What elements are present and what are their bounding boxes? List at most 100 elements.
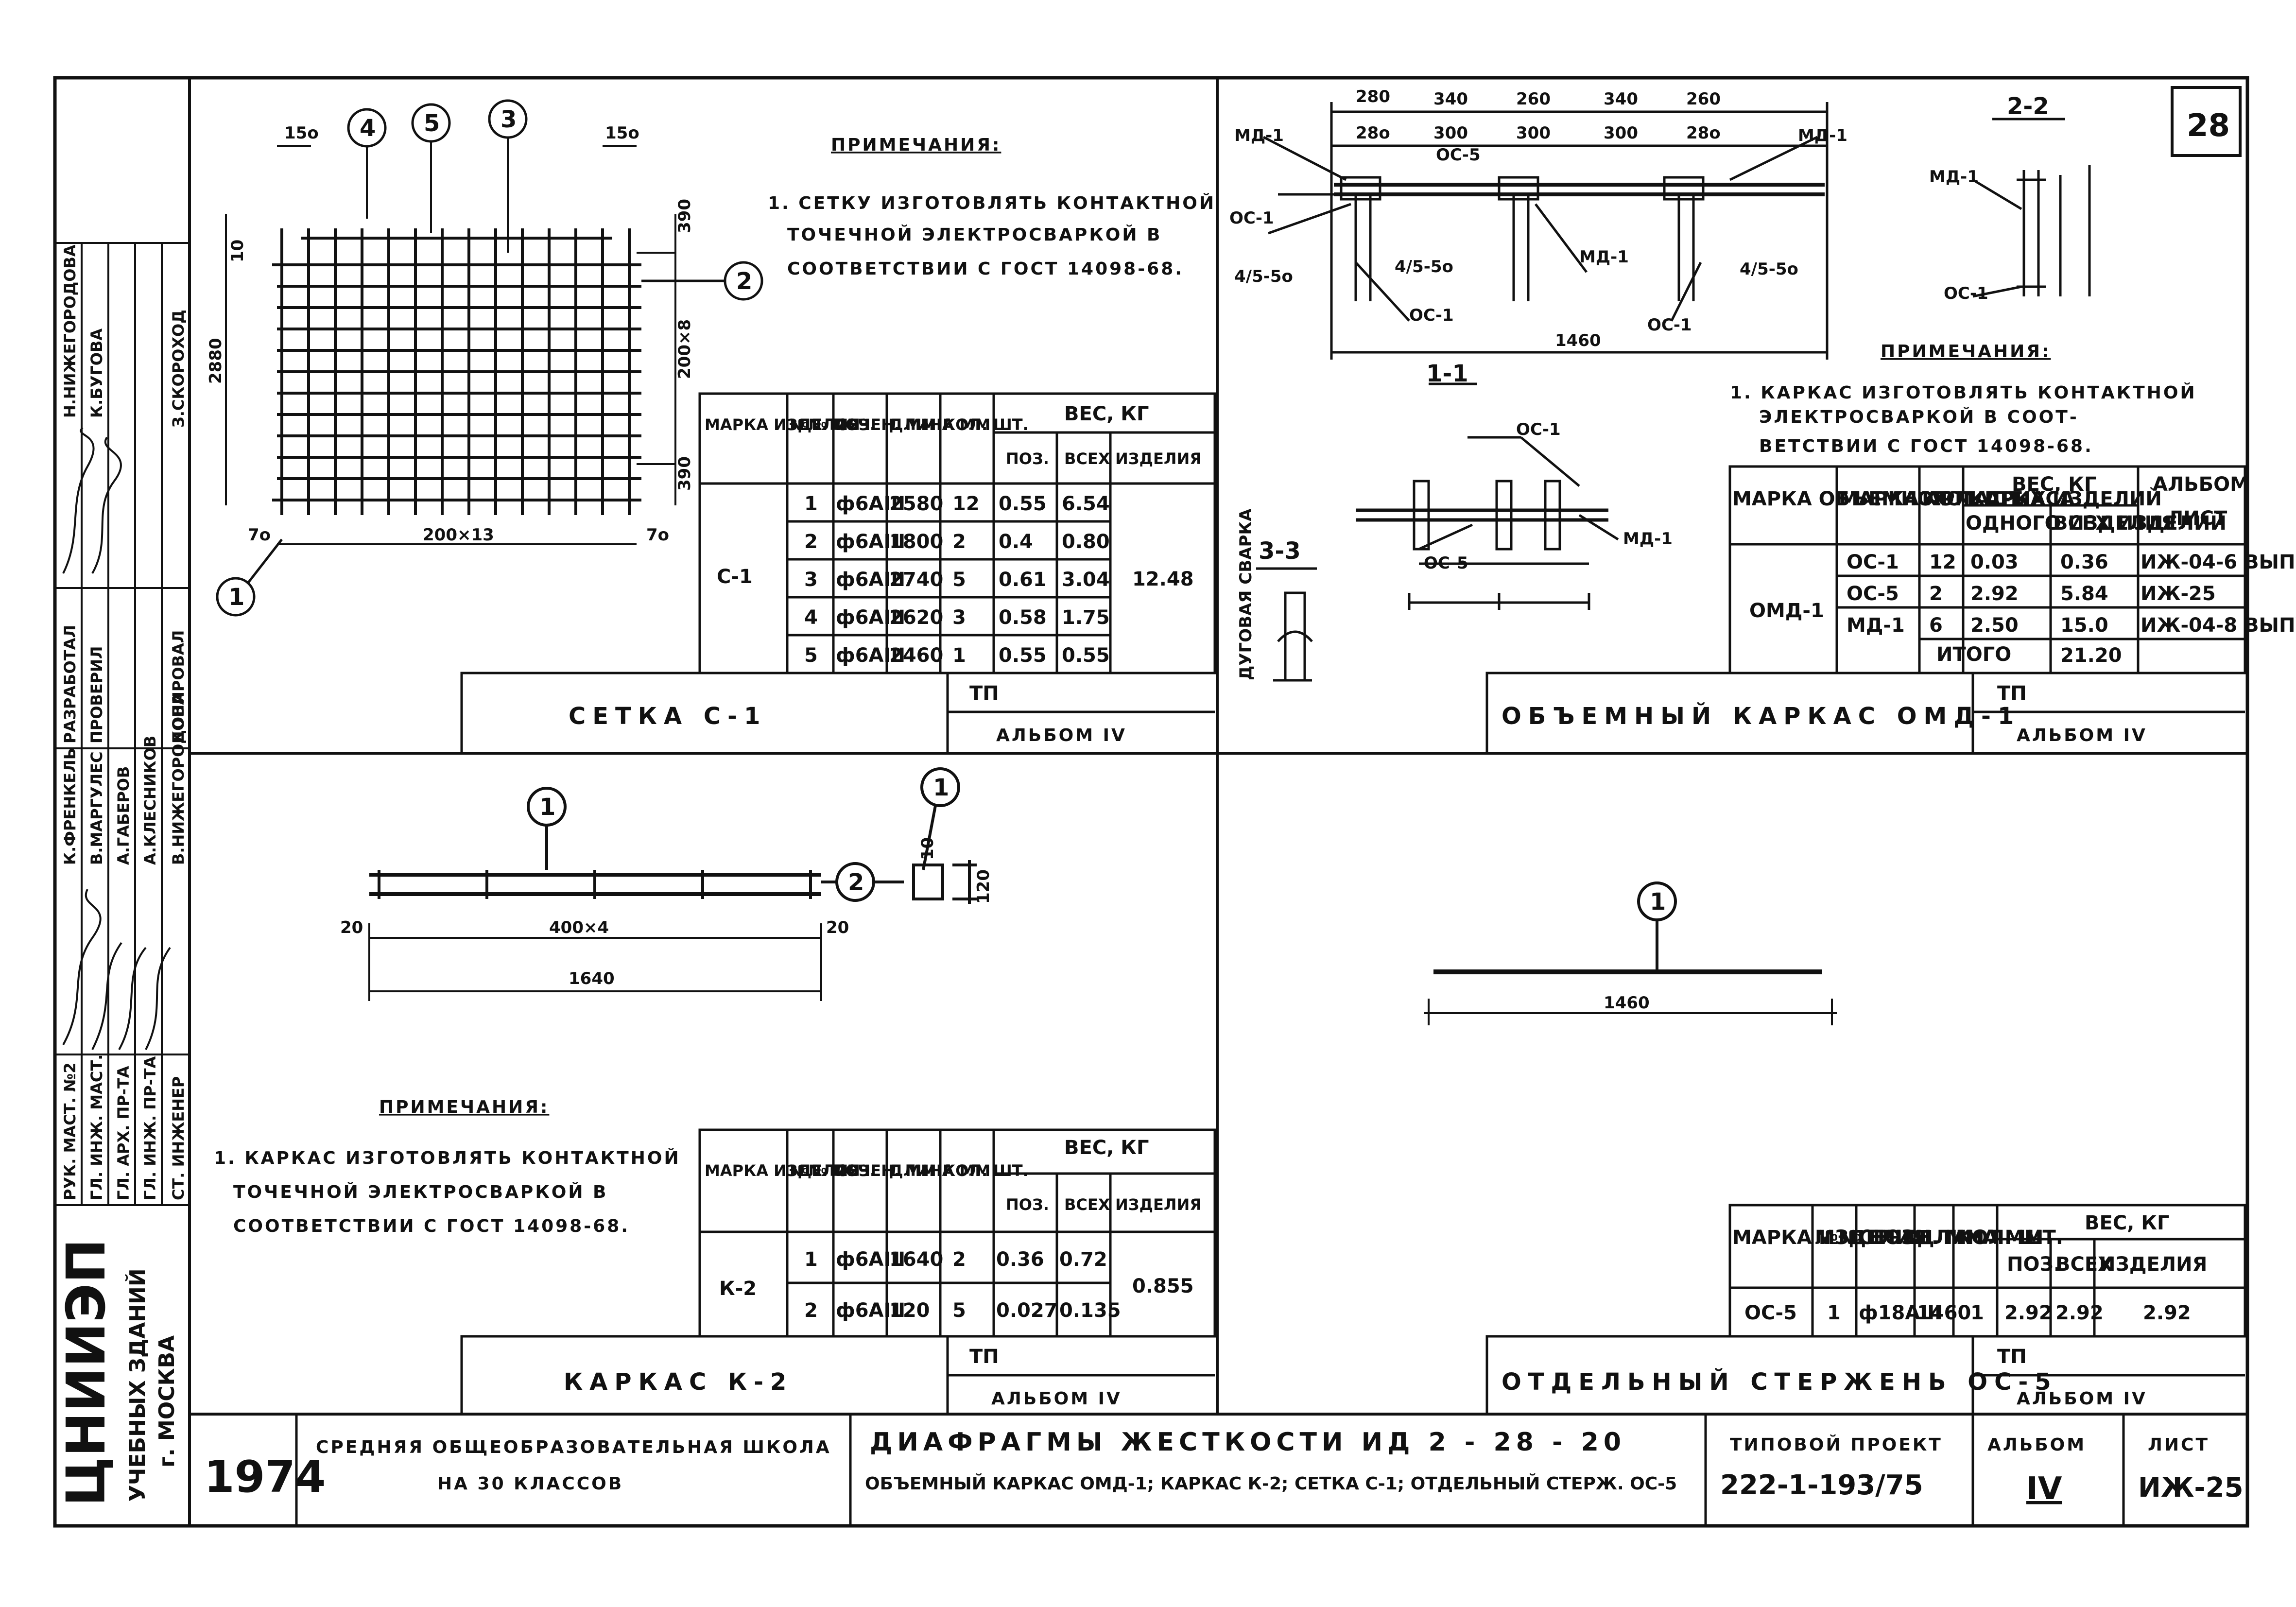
k2-table-cell: 0.72: [1059, 1248, 1107, 1271]
dim-200x13: 200×13: [423, 525, 494, 545]
omd-th-frame: МАРКА ОБЪЕМНОГО КАРКАСА: [1732, 488, 2075, 510]
c1-table-cell: 3.04: [1062, 569, 1110, 591]
dim-150-right: 15о: [605, 123, 639, 143]
dim-70-left: 7о: [248, 525, 271, 545]
tb-title-line1: ДИАФРАГМЫ ЖЕСТКОСТИ ИД 2 - 28 - 20: [870, 1428, 1626, 1457]
stamp-name-4: А.КЛЕСНИКОВ: [141, 736, 159, 865]
omd-label-os1: ОС-1: [1229, 208, 1274, 228]
section-1-1: 1-1: [1426, 360, 1468, 387]
omd-notes-title: ПРИМЕЧАНИЯ:: [1881, 342, 2051, 362]
k2-th-mark: МАРКА ИЗДЕЛИЯ: [705, 1161, 860, 1180]
c1-table-cell: ф6АIII: [836, 531, 905, 553]
tb-album-label: АЛЬБОМ: [1987, 1435, 2086, 1455]
c1-table-cell: 5: [952, 569, 966, 591]
omd-label-md1: МД-1: [1234, 126, 1284, 145]
omd-table-cell: 6: [1929, 614, 1943, 637]
k2-th-weight: ВЕС, КГ: [1064, 1137, 1149, 1159]
os5-th-witem: ИЗДЕЛИЯ: [2099, 1253, 2207, 1276]
os5-th-weight: ВЕС, КГ: [2085, 1212, 2169, 1234]
omd-table-cell: 5.84: [2060, 583, 2108, 605]
omd-table-cell: 2.92: [1970, 583, 2019, 605]
c1-th-qty: КОЛ. ШТ.: [943, 415, 1029, 434]
omd-dim-340b: 340: [1604, 89, 1638, 109]
os5-cell-section: ф18АIII: [1859, 1302, 1942, 1324]
k2-mark: К-2: [719, 1278, 757, 1300]
c1-table-cell: 5: [804, 644, 818, 667]
stamp-name-2: В.МАРГУЛЕС: [87, 751, 106, 865]
c1-mark: С-1: [717, 566, 753, 588]
tb-sheet-label: ЛИСТ: [2148, 1435, 2210, 1455]
section-2-2-os1: ОС-1: [1944, 284, 1988, 303]
k2-note-line3: СООТВЕТСТВИИ С ГОСТ 14098-68.: [233, 1216, 630, 1236]
c1-th-weight: ВЕС, КГ: [1064, 403, 1149, 425]
omd-label-4-5-50-c: 4/5-5о: [1740, 259, 1798, 279]
os5-cell-witem: 2.92: [2143, 1302, 2191, 1324]
os5-album: АЛЬБОМ IV: [2017, 1389, 2147, 1409]
omd-mark: ОМД-1: [1749, 600, 1824, 622]
c1-note-line1: 1. СЕТКУ ИЗГОТОВЛЯТЬ КОНТАКТНОЙ: [768, 193, 1216, 213]
k2-table-cell: ф6АIII: [836, 1299, 905, 1322]
c1-table-cell: 2620: [889, 606, 943, 629]
c1-table-cell: 4: [804, 606, 818, 629]
c1-table-cell: 2580: [889, 493, 943, 515]
k2-dim-10: 10: [918, 837, 937, 860]
os5-th-pos: №№ ПОЗ.: [1815, 1227, 1922, 1249]
callout-5-label: 5: [424, 110, 440, 137]
c1-table-cell: 0.58: [999, 606, 1047, 629]
omd-table-cell: ИЖ-25: [2141, 583, 2216, 605]
os5-cell-qty: 1: [1970, 1302, 1984, 1324]
c1-th-pos: №№ ПОЗ.: [790, 415, 876, 434]
section-2-2: 2-2: [2007, 93, 2049, 120]
omd-total-dim: 1460: [1555, 331, 1601, 350]
k2-callout-2: 2: [848, 869, 864, 896]
omd-table-cell: 2: [1929, 583, 1943, 605]
tb-title-line2: ОБЪЕМНЫЙ КАРКАС ОМД-1; КАРКАС К-2; СЕТКА…: [865, 1473, 1677, 1494]
stamp-role-1: РУК. МАСТ. №2: [61, 1062, 79, 1200]
c1-table-cell: 12: [952, 493, 980, 515]
omd-sub-300c: 300: [1604, 123, 1638, 143]
section-1-1-md1: МД-1: [1623, 529, 1673, 549]
c1-table-cell: ф6АIII: [836, 606, 905, 629]
k2-callout-1: 1: [539, 794, 555, 821]
k2-table-cell: 5: [952, 1299, 966, 1322]
dim-390-top: 390: [675, 199, 694, 233]
tb-school-line2: НА 30 КЛАССОВ: [437, 1474, 623, 1494]
omd-table-cell: 0.03: [1970, 551, 2019, 573]
omd-total: 21.20: [2060, 644, 2122, 667]
panel-os5: 1 1460 МАРКА ИЗДЕЛИЯ №№ ПОЗ. СЕЧЕН. ММ Д…: [1424, 881, 2246, 1414]
omd-sub-300b: 300: [1516, 123, 1551, 143]
os5-th-wall: ВСЕХ: [2055, 1253, 2113, 1276]
c1-table-cell: 6.54: [1062, 493, 1110, 515]
omd-dim-280: 280: [1356, 87, 1390, 106]
c1-th-witem: ИЗДЕЛИЯ: [1115, 449, 1202, 468]
omd-total-label: ИТОГО: [1936, 643, 2011, 666]
k2-callout-1-detail: 1: [933, 774, 949, 801]
omd-dim-260b: 260: [1686, 89, 1721, 109]
k2-table-cell: 1640: [889, 1248, 943, 1271]
c1-total: 12.48: [1132, 568, 1194, 590]
tb-school-line1: СРЕДНЯЯ ОБЩЕОБРАЗОВАТЕЛЬНАЯ ШКОЛА: [316, 1437, 831, 1457]
c1-note-line2: ТОЧЕЧНОЙ ЭЛЕКТРОСВАРКОЙ В: [787, 225, 1162, 245]
omd-note-line2: ЭЛЕКТРОСВАРКОЙ В СООТ-: [1759, 407, 2079, 427]
callout-1-label: 1: [228, 584, 244, 611]
k2-dim-20-right: 20: [826, 918, 849, 937]
c1-table-cell: 0.55: [999, 644, 1047, 667]
c1-th-mark: МАРКА ИЗДЕЛИЯ: [705, 415, 860, 434]
k2-tp: ТП: [969, 1346, 999, 1368]
dim-390-bottom: 390: [675, 456, 694, 491]
k2-dim-120: 120: [974, 869, 993, 904]
c1-table-cell: 2740: [889, 569, 943, 591]
tb-project-number: 222-1-193/75: [1720, 1469, 1923, 1501]
stamp-org-sub1: УЧЕБНЫХ ЗДАНИЙ: [124, 1268, 150, 1502]
stamp-name-6: Н.НИЖЕГОРОДОВА: [61, 244, 79, 418]
tb-year: 1974: [204, 1451, 326, 1503]
omd-album: АЛЬБОМ IV: [2017, 726, 2147, 745]
callout-1: [216, 538, 283, 617]
callout-4-label: 4: [360, 115, 376, 142]
sheet-number: 28: [2187, 108, 2230, 144]
os5-th-qty: КОЛ. ШТ.: [1956, 1227, 2063, 1249]
omd-label-os1-b: ОС-1: [1409, 306, 1454, 325]
